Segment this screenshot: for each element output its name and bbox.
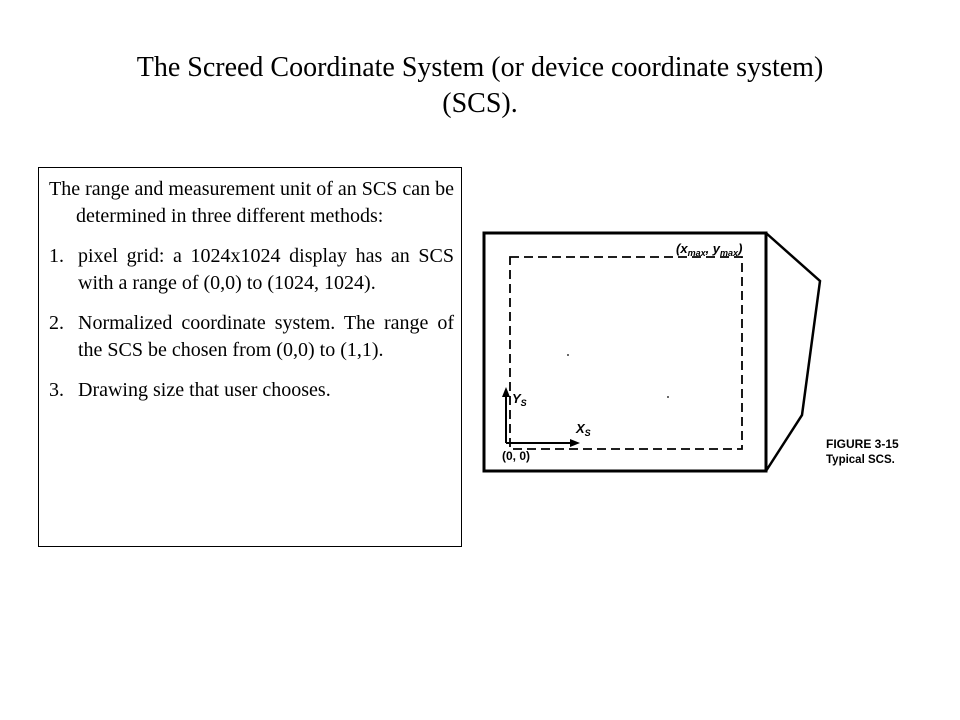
scs-figure: (xmax, ymax) YS XS (0, 0) FIGURE 3-15 Ty…	[482, 231, 899, 473]
screen-speck	[667, 396, 669, 398]
slide-title: The Screed Coordinate System (or device …	[40, 50, 920, 122]
title-line-2: (SCS).	[442, 88, 518, 119]
monitor-side	[764, 232, 822, 472]
list-item-number: 2.	[49, 312, 64, 334]
description-box: The range and measurement unit of an SCS…	[38, 167, 462, 547]
title-line-1: The Screed Coordinate System (or device …	[136, 52, 824, 83]
x-axis-arrow-icon	[570, 439, 580, 447]
list-item: 2. Normalized coordinate system. The ran…	[49, 310, 454, 364]
y-axis-arrow-icon	[502, 387, 510, 397]
list-item: 3. Drawing size that user chooses.	[49, 377, 454, 404]
description-intro: The range and measurement unit of an SCS…	[49, 178, 454, 227]
figure-caption-number: FIGURE 3-15	[826, 437, 899, 451]
list-item-number: 1.	[49, 245, 64, 267]
y-axis-label: YS	[512, 391, 527, 408]
list-item-text: Normalized coordinate system. The range …	[78, 312, 454, 361]
figure-caption-text: Typical SCS.	[826, 454, 895, 466]
list-item-text: Drawing size that user chooses.	[78, 379, 331, 401]
origin-label: (0, 0)	[502, 449, 530, 463]
x-axis-label: XS	[575, 421, 591, 438]
monitor-screen-border	[482, 231, 768, 473]
list-item-number: 3.	[49, 379, 64, 401]
max-corner-label: (xmax, ymax)	[676, 241, 742, 258]
screen-speck	[567, 354, 569, 356]
list-item: 1. pixel grid: a 1024x1024 display has a…	[49, 243, 454, 297]
list-item-text: pixel grid: a 1024x1024 display has an S…	[78, 245, 454, 294]
scs-dashed-area	[509, 256, 743, 450]
